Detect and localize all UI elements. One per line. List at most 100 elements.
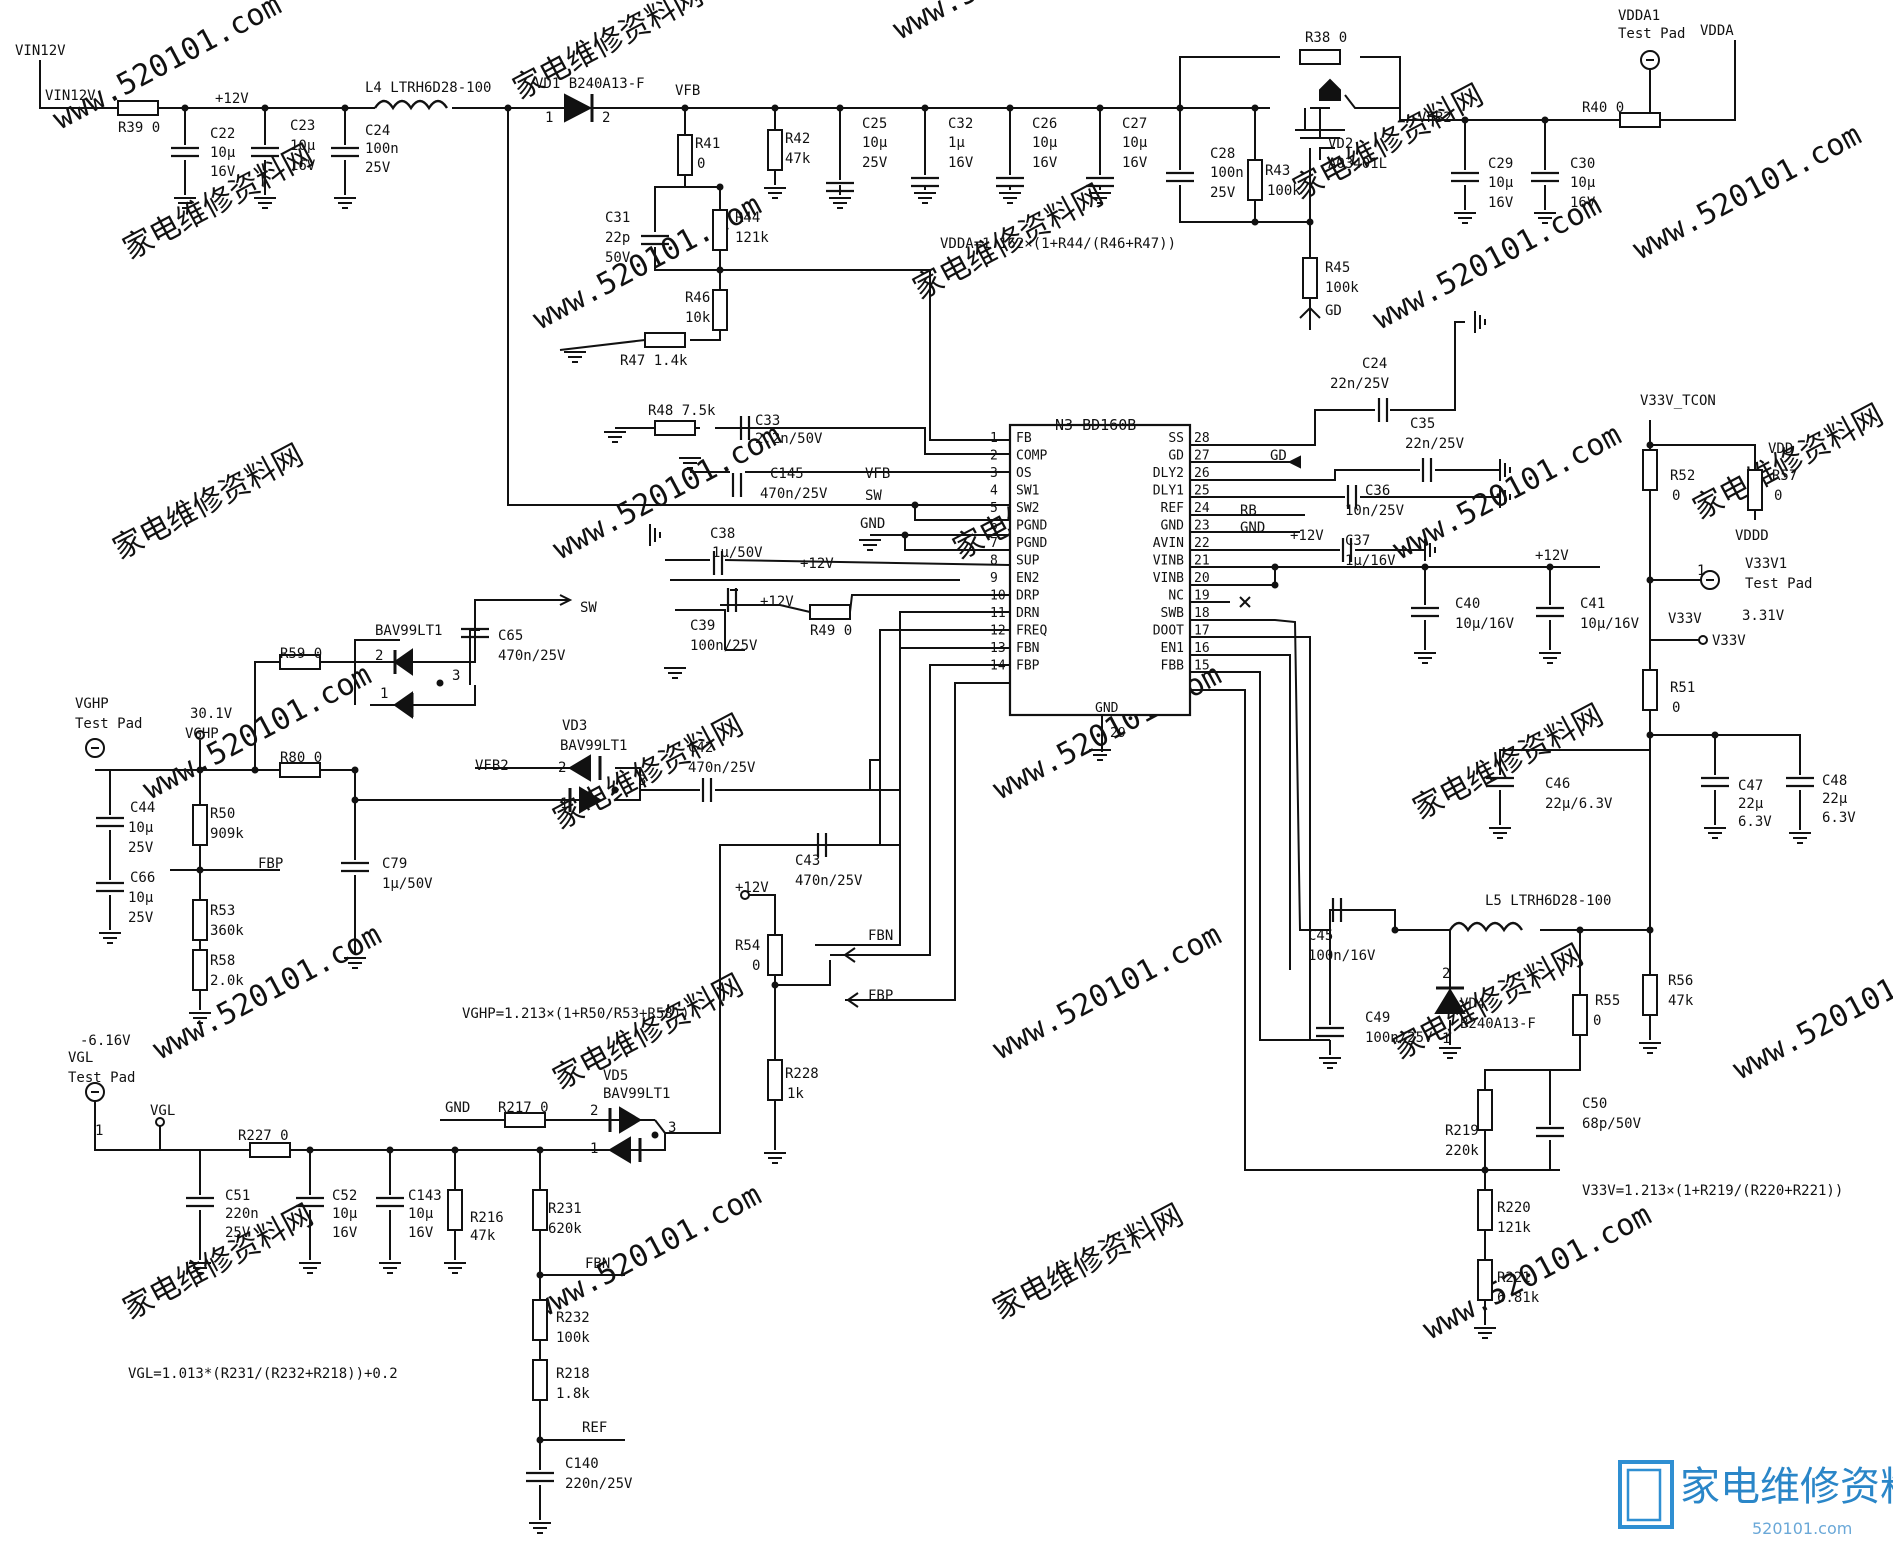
label: VFB — [675, 83, 700, 99]
label: R54 — [735, 938, 760, 954]
label: FBN — [868, 928, 893, 944]
label: R58 — [210, 953, 235, 969]
label: C49 — [1365, 1010, 1390, 1026]
label: 10μ — [1570, 175, 1596, 191]
label: C30 — [1570, 156, 1595, 172]
label: 0 — [1672, 488, 1680, 504]
label: VD2 — [1328, 136, 1353, 152]
label: 68p/50V — [1582, 1116, 1642, 1132]
label: 1μ — [948, 135, 965, 151]
label: +12V — [1290, 528, 1324, 544]
label: 2 — [602, 110, 610, 126]
chip-pin-name: DRP — [1016, 589, 1040, 604]
label: 2 — [1442, 966, 1450, 982]
watermark-text: www.520101.com — [987, 917, 1227, 1067]
watermark-text: 家电维修资料网 — [1687, 398, 1889, 527]
label: 620k — [548, 1221, 582, 1237]
label: L4 LTRH6D28-100 — [365, 80, 491, 96]
chip-pin-number: 6 — [990, 519, 998, 534]
label: VFB2 — [1418, 110, 1452, 126]
label: 2 — [375, 648, 383, 664]
label: Test Pad — [75, 716, 142, 732]
label: R45 — [1325, 260, 1350, 276]
label: 100k — [556, 1330, 590, 1346]
label: C40 — [1455, 596, 1480, 612]
formula-vdda: VDDA=1.162×(1+R44/(R46+R47)) — [940, 236, 1176, 252]
label: VGL — [150, 1103, 175, 1119]
label: 3 — [668, 1120, 676, 1136]
chip-pin-number: 21 — [1194, 554, 1210, 569]
label: 1 — [380, 686, 388, 702]
label: C31 — [605, 210, 630, 226]
label: 10μ — [1488, 175, 1514, 191]
label: 25V — [128, 910, 154, 926]
label: C35 — [1410, 416, 1435, 432]
label: VDDA — [1700, 23, 1734, 39]
label: C50 — [1582, 1096, 1607, 1112]
label: GD — [1325, 303, 1342, 319]
label: C45 — [1308, 928, 1333, 944]
watermark-text: www.520101.com — [47, 0, 287, 137]
label: 1 — [560, 796, 568, 812]
chip-pin-number: 16 — [1194, 641, 1210, 656]
chip-pin-number: 8 — [990, 554, 998, 569]
label: C41 — [1580, 596, 1605, 612]
label: 16V — [1570, 195, 1596, 211]
chip-pin-number: 28 — [1194, 431, 1210, 446]
label: C46 — [1545, 776, 1570, 792]
label: 6.81k — [1497, 1290, 1540, 1306]
formula-v33v: V33V=1.213×(1+R219/(R220+R221)) — [1582, 1183, 1843, 1199]
watermark-text: www.520101.com — [137, 657, 377, 807]
label: -6.16V — [80, 1033, 131, 1049]
label: 10μ — [332, 1206, 358, 1222]
label: 22μ/6.3V — [1545, 796, 1613, 812]
chip-pin-name: DOOT — [1153, 624, 1184, 639]
label: R50 — [210, 806, 235, 822]
watermark-text: www.520101.com — [1417, 1197, 1657, 1347]
component-labels: VIN12V VIN12V R39 0 +12V C22 10μ 16V C23… — [15, 8, 1856, 1492]
label: 470n/25V — [688, 760, 756, 776]
label: +12V — [760, 594, 794, 610]
label: 100n/16V — [1308, 948, 1376, 964]
chip-pin-name: FREQ — [1016, 624, 1047, 639]
label: C39 — [690, 618, 715, 634]
label: 2 — [590, 1103, 598, 1119]
label: 3.31V — [1742, 608, 1785, 624]
label: C48 — [1822, 773, 1847, 789]
label: 22n/25V — [1405, 436, 1465, 452]
formula-annotations: VDDA=1.162×(1+R44/(R46+R47)) VGHP=1.213×… — [128, 236, 1843, 1382]
label: C36 — [1365, 483, 1390, 499]
chip-pin-name: PGND — [1016, 536, 1047, 551]
label: 1 — [1442, 1031, 1450, 1047]
label: R47 1.4k — [620, 353, 688, 369]
label: 100k — [1267, 183, 1301, 199]
label: 50V — [605, 250, 631, 266]
chip-pin-number: 14 — [990, 659, 1006, 674]
label: VD5 — [603, 1068, 628, 1084]
label: 360k — [210, 923, 244, 939]
label: 6.3V — [1738, 814, 1772, 830]
chip-pin-name: VINB — [1153, 571, 1184, 586]
chip-pin-number: 9 — [990, 571, 998, 586]
chip-pin-name: EN2 — [1016, 571, 1039, 586]
label: C47 — [1738, 778, 1763, 794]
label: R227 0 — [238, 1128, 289, 1144]
label: 1 — [590, 1141, 598, 1157]
watermark-text: www.520101.com — [1627, 117, 1867, 267]
watermark-text: www.520101.com — [147, 917, 387, 1067]
label: C25 — [862, 116, 887, 132]
chip-pin-name: FBN — [1016, 641, 1039, 656]
label: BAV99LT1 — [560, 738, 627, 754]
label: AO3401L — [1328, 156, 1387, 172]
label: C27 — [1122, 116, 1147, 132]
watermark-text: 家电维修资料网 — [1387, 938, 1589, 1067]
chip-pin-number: 20 — [1194, 571, 1210, 586]
chip-pin-number: 15 — [1194, 659, 1210, 674]
label: 121k — [735, 230, 769, 246]
chip-pin-number: 18 — [1194, 606, 1210, 621]
label: C79 — [382, 856, 407, 872]
chip-pin-number: 25 — [1194, 484, 1210, 499]
label: +12V — [215, 91, 249, 107]
chip-pin-number: 2 — [990, 449, 998, 464]
